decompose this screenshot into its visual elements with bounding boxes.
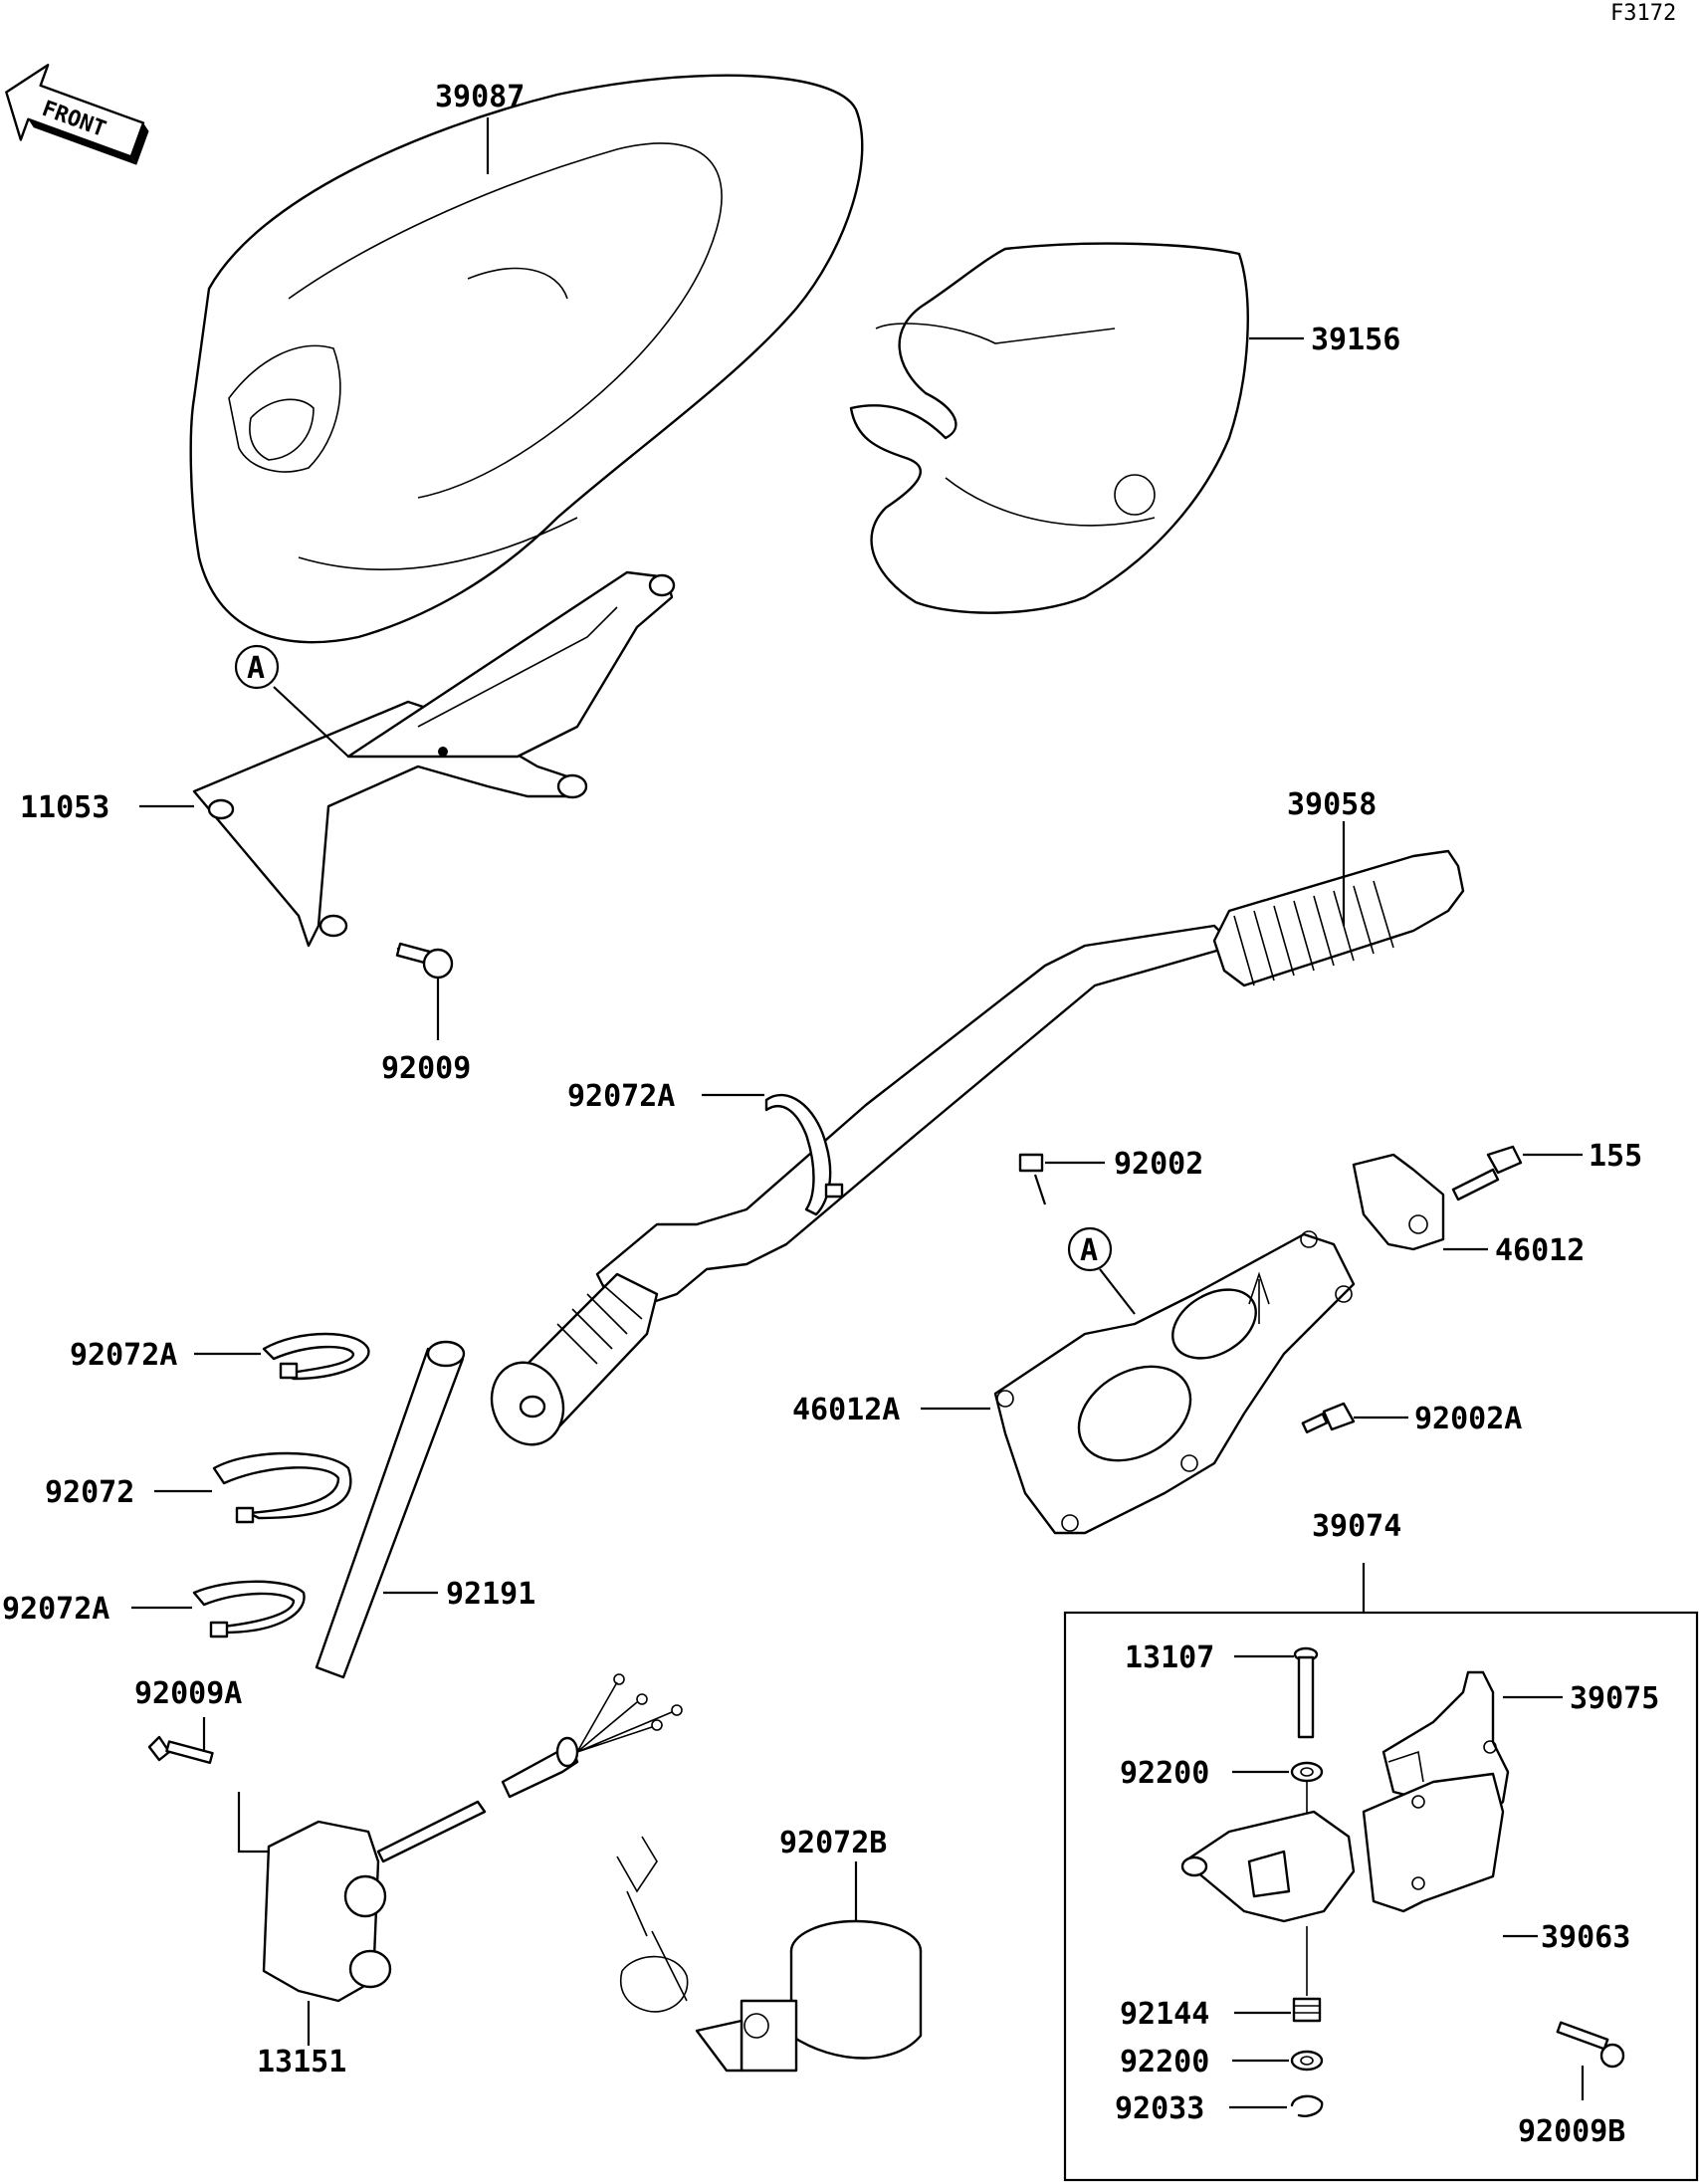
label-92072A-1: 92072A <box>567 1079 675 1114</box>
housing-cover-39063 <box>1362 1772 1505 1913</box>
bolt-92009B <box>1556 2021 1625 2069</box>
label-92033: 92033 <box>1115 2091 1204 2126</box>
label-92144: 92144 <box>1120 1997 1209 2032</box>
label-39074: 39074 <box>1312 1509 1401 1544</box>
callout-a-letter-2: A <box>1080 1233 1098 1268</box>
bolt-92009 <box>395 942 454 980</box>
label-39087: 39087 <box>435 80 525 114</box>
callout-a-circle-2 <box>1067 1226 1113 1272</box>
label-92191: 92191 <box>446 1577 535 1612</box>
pin-13107 <box>1293 1646 1319 1739</box>
clamp-92072B <box>616 1836 923 2073</box>
bolt-92002 <box>1018 1153 1047 1205</box>
label-92072A-3: 92072A <box>2 1592 109 1627</box>
label-39063: 39063 <box>1541 1920 1630 1955</box>
label-92072: 92072 <box>45 1475 134 1510</box>
label-39075: 39075 <box>1570 1681 1659 1716</box>
label-92200-1: 92200 <box>1120 1756 1209 1791</box>
label-92009A: 92009A <box>134 1676 242 1711</box>
bracket-11053 <box>192 570 676 948</box>
label-92072B: 92072B <box>779 1826 887 1860</box>
label-13151: 13151 <box>257 2045 346 2079</box>
handlebar-39058 <box>490 849 1465 1446</box>
diagram-code: F3172 <box>1610 1 1676 26</box>
washer-92200-1 <box>1290 1761 1324 1783</box>
clamp-46012 <box>1352 1153 1445 1251</box>
label-13107: 13107 <box>1125 1640 1214 1675</box>
spring-92144 <box>1292 1997 1322 2023</box>
clamp-92072A-2 <box>262 1332 370 1381</box>
bolt-155 <box>1451 1145 1523 1201</box>
label-39058: 39058 <box>1287 787 1377 822</box>
washer-92200-2 <box>1290 2050 1324 2072</box>
clamp-92072 <box>212 1451 352 1524</box>
label-92200-2: 92200 <box>1120 2045 1209 2079</box>
hose-92191 <box>315 1340 466 1679</box>
handlebar-cover-39087 <box>189 74 864 644</box>
label-46012: 46012 <box>1495 1233 1585 1268</box>
clamp-92072A-3 <box>192 1580 306 1638</box>
steering-assembly-46012A <box>993 1230 1356 1535</box>
label-92002A: 92002A <box>1414 1402 1522 1436</box>
front-arrow-icon: FRONT <box>5 64 149 165</box>
label-155: 155 <box>1589 1139 1642 1174</box>
label-92009: 92009 <box>381 1051 471 1086</box>
label-92002: 92002 <box>1114 1147 1203 1182</box>
callout-a-circle-1 <box>234 644 280 690</box>
label-39156: 39156 <box>1311 323 1400 357</box>
label-92072A-2: 92072A <box>70 1338 177 1373</box>
kit-box-39074 <box>1063 1611 1699 2182</box>
ering-92033 <box>1290 2094 1324 2117</box>
label-11053: 11053 <box>20 790 109 825</box>
label-46012A: 46012A <box>792 1393 900 1427</box>
bolt-92002A <box>1301 1402 1356 1433</box>
cover-39156 <box>849 242 1249 614</box>
label-92009B: 92009B <box>1518 2114 1625 2149</box>
bolt-92009A <box>147 1735 214 1764</box>
callout-a-letter-1: A <box>247 651 265 686</box>
clamp-92072A-1 <box>764 1093 844 1216</box>
throttle-lever-housing <box>1180 1782 1356 1996</box>
switch-13151 <box>262 1673 683 2003</box>
